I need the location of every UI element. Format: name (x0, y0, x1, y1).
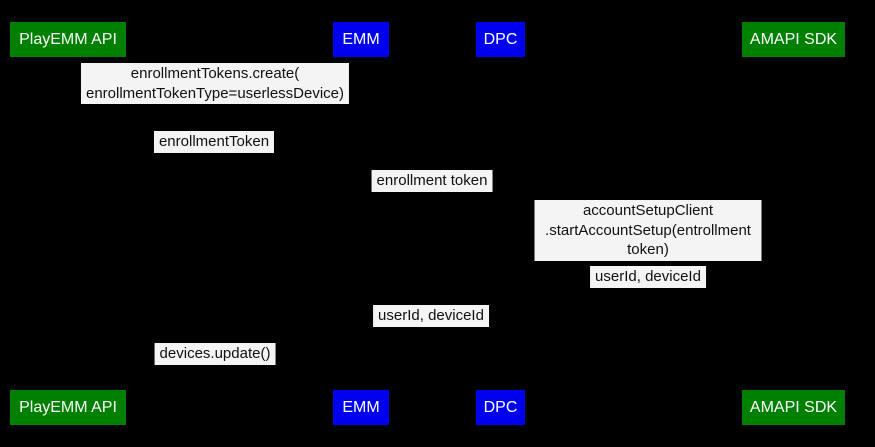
actor-emm-top: EMM (333, 22, 389, 57)
actor-dpc-top: DPC (476, 22, 525, 57)
actor-playemm-api-bottom: PlayEMM API (10, 390, 126, 425)
message-userid-deviceid-to-emm: userId, deviceId (373, 305, 489, 327)
message-enrollment-tokens-create: enrollmentTokens.create( enrollmentToken… (80, 63, 350, 104)
message-devices-update: devices.update() (154, 343, 276, 365)
actor-amapi-sdk-bottom: AMAPI SDK (742, 390, 845, 425)
actor-emm-bottom: EMM (333, 390, 389, 425)
message-start-account-setup: accountSetupClient .startAccountSetup(en… (534, 200, 762, 261)
message-enrollment-token-to-dpc: enrollment token (371, 170, 493, 192)
message-userid-deviceid-from-sdk: userId, deviceId (590, 266, 706, 288)
actor-amapi-sdk-top: AMAPI SDK (742, 22, 845, 57)
message-enrollment-token-return: enrollmentToken (153, 131, 275, 153)
actor-dpc-bottom: DPC (476, 390, 525, 425)
actor-playemm-api-top: PlayEMM API (10, 22, 126, 57)
